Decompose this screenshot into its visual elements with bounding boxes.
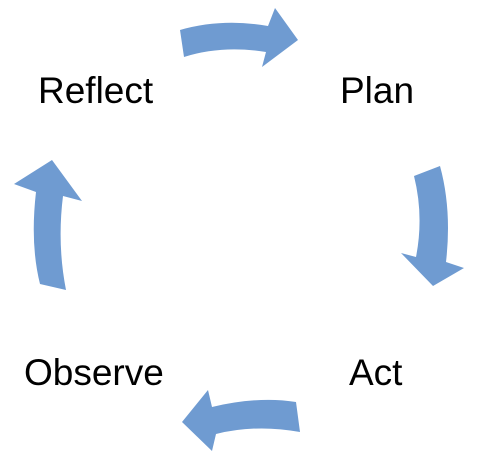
arrow-reflect-to-plan [180, 8, 298, 67]
step-label-reflect: Reflect [38, 70, 154, 111]
step-label-observe: Observe [24, 352, 164, 393]
arrow-act-to-observe [182, 390, 300, 451]
step-label-act: Act [349, 352, 403, 393]
arrow-observe-to-reflect [14, 160, 82, 290]
arrow-plan-to-act [401, 166, 464, 286]
step-label-plan: Plan [340, 70, 415, 111]
